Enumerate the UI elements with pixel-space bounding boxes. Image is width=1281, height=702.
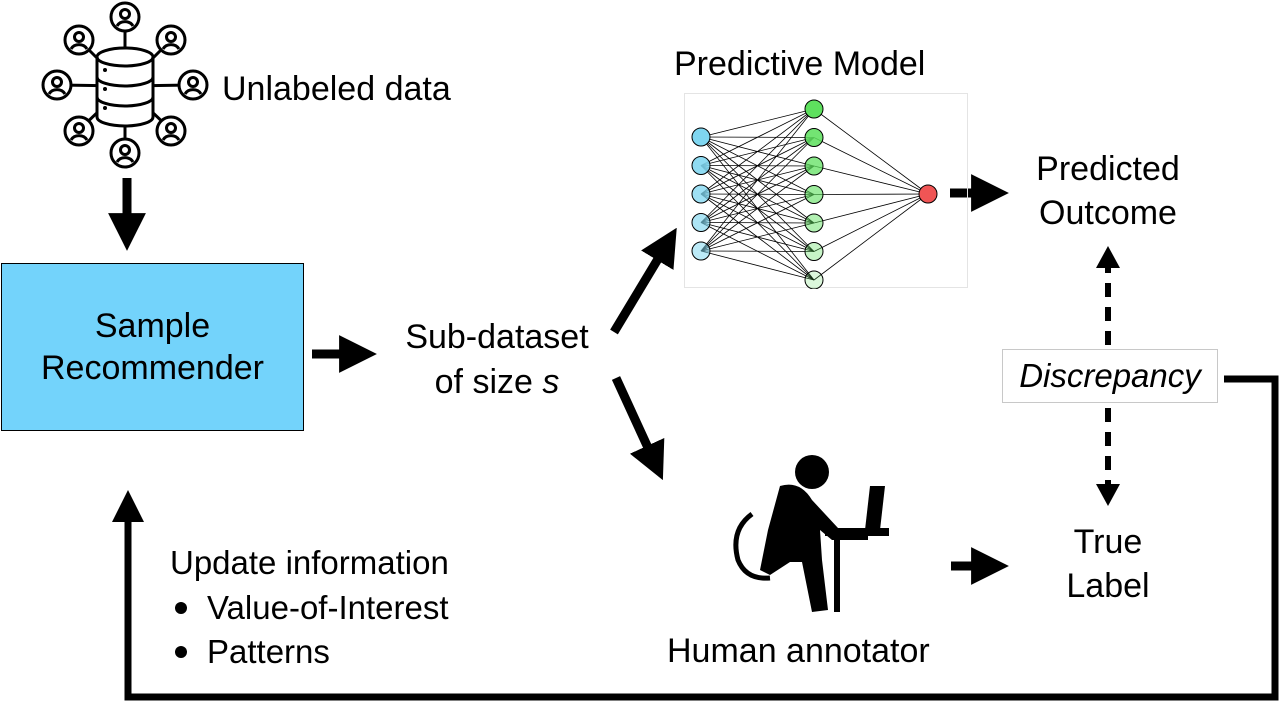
sub-dataset-size-text: of size xyxy=(434,363,543,401)
bullet-icon xyxy=(175,602,187,614)
nn-input-node xyxy=(691,127,711,147)
feedback-arrowhead xyxy=(112,490,144,522)
sample-recommender-line1: Sample xyxy=(94,307,211,345)
true-label-line2: Label xyxy=(1066,567,1150,605)
list-item: Value-of-Interest xyxy=(170,586,449,630)
nn-hidden-node xyxy=(804,128,824,147)
unlabeled-data-label: Unlabeled data xyxy=(222,70,451,108)
feedback-loop-line xyxy=(124,375,1279,701)
person-at-laptop-icon xyxy=(733,455,889,612)
nn-input-node xyxy=(691,241,711,261)
nn-input-node xyxy=(691,156,711,175)
nn-output-node xyxy=(918,184,938,204)
sub-dataset-line2: of size s xyxy=(392,362,602,402)
nn-input-node xyxy=(691,213,711,232)
database-users-icon xyxy=(41,1,209,169)
predictive-model-title: Predictive Model xyxy=(674,45,926,83)
predicted-outcome-line1: Predicted xyxy=(1036,150,1180,188)
list-item: Patterns xyxy=(170,630,449,674)
sub-dataset-size-var: s xyxy=(542,363,560,401)
sample-recommender-box: Sample Recommender xyxy=(1,263,304,431)
nn-hidden-node xyxy=(804,270,824,290)
nn-hidden-node xyxy=(804,185,824,204)
arrow-subdataset-to-model xyxy=(610,227,677,335)
predicted-outcome-line2: Outcome xyxy=(1039,194,1177,232)
discrepancy-box: Discrepancy xyxy=(1002,349,1218,403)
sample-recommender-line2: Recommender xyxy=(41,349,264,387)
arrow-subdataset-to-annotator xyxy=(611,376,665,481)
nn-hidden-node xyxy=(804,242,824,261)
sub-dataset-line1: Sub-dataset xyxy=(405,318,589,356)
nn-hidden-node xyxy=(804,156,824,176)
nn-hidden-node xyxy=(804,99,824,119)
bullet-icon xyxy=(175,646,187,658)
neural-network-icon xyxy=(691,99,938,290)
update-information-list: Value-of-Interest Patterns xyxy=(170,586,449,674)
neural-network-frame xyxy=(684,93,968,290)
human-annotator-label: Human annotator xyxy=(667,632,930,670)
nn-hidden-node xyxy=(804,213,824,233)
true-label-line1: True xyxy=(1073,523,1143,561)
nn-input-node xyxy=(691,184,711,204)
update-information-title: Update information xyxy=(170,544,449,581)
